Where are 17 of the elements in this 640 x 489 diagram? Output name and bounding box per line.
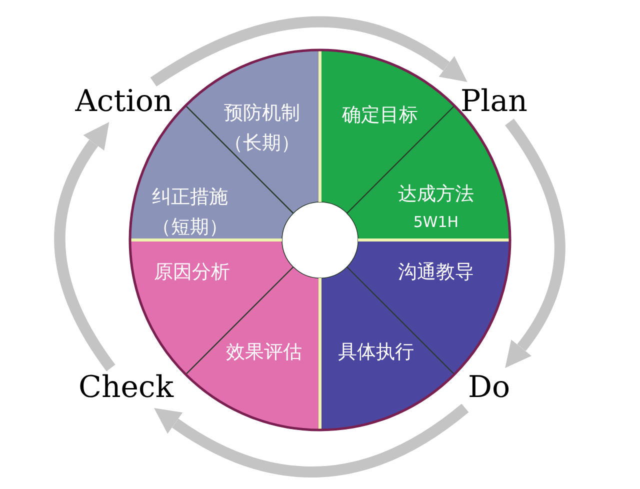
- cycle-arrow: [153, 404, 468, 478]
- sector-text: 纠正措施（短期）: [151, 184, 229, 240]
- stage-label: Action: [66, 82, 182, 122]
- cycle-arrow: [150, 16, 468, 87]
- stage-label: Plan: [453, 82, 535, 122]
- stage-label: Do: [460, 368, 518, 408]
- sector-text: 达成方法: [396, 182, 475, 207]
- sector-text: 效果评估: [224, 340, 303, 365]
- sector-text: 预防机制（长期）: [222, 101, 301, 156]
- sector-text: 确定目标: [341, 103, 419, 128]
- stage-label: Check: [68, 368, 184, 408]
- sector-text: 具体执行: [337, 340, 415, 365]
- cycle-arrow: [54, 121, 116, 372]
- sector-text: 沟通教导: [396, 260, 475, 285]
- sector-text: 5W1H: [412, 212, 460, 233]
- sector-text: 原因分析: [153, 260, 231, 285]
- cycle-arrow: [504, 118, 566, 369]
